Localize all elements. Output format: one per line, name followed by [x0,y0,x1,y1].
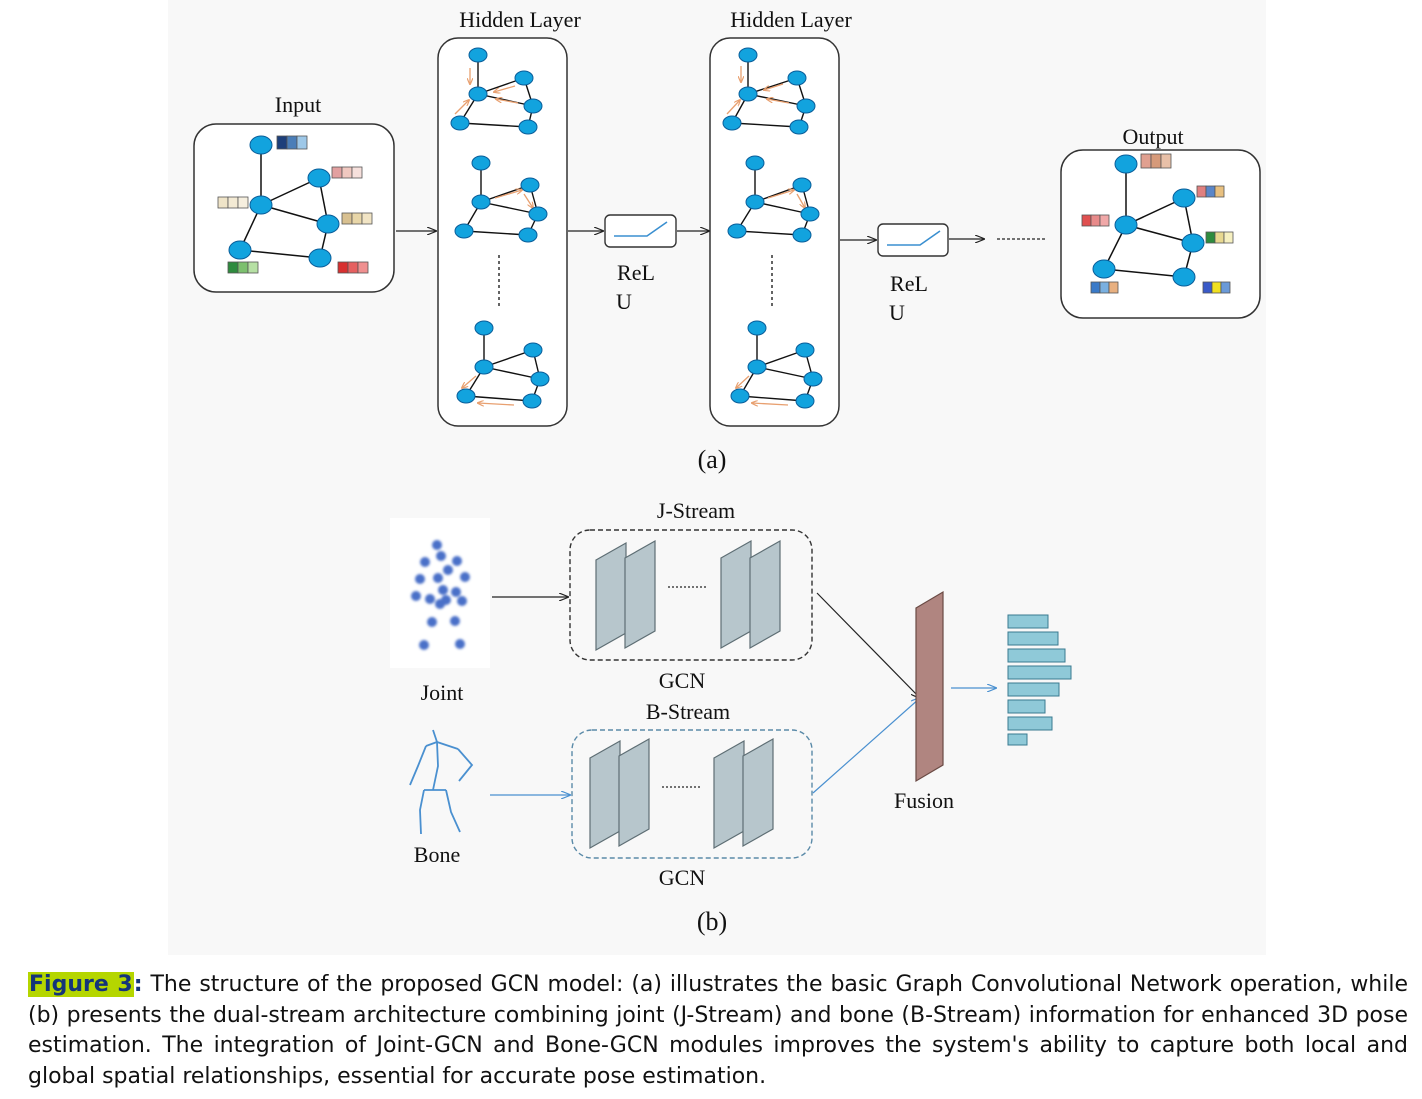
hidden-layer-2-box [709,37,840,427]
j-stream-to-fusion-arrow [816,592,920,698]
gcn-label-top: GCN [659,668,706,693]
feature-vector [1140,153,1172,169]
j-stream-gcn-block [569,529,813,661]
gcn-label-bottom: GCN [659,865,706,890]
output-bar [1007,699,1046,714]
hidden-layer-1-box [437,37,568,427]
bone-label: Bone [414,842,460,867]
joint-skeleton-icon [390,518,490,668]
panel-a: Input [193,7,1261,474]
output-bar [1007,648,1066,663]
relu-2-label-line2: U [889,300,905,325]
b-stream-label: B-Stream [646,699,730,724]
fusion-label: Fusion [894,788,954,813]
figure-caption: Figure 3: The structure of the proposed … [28,970,1408,1092]
feature-vector [1202,281,1231,294]
feature-vector [1196,185,1225,198]
hidden-layer-2-label: Hidden Layer [730,7,852,32]
output-bar [1007,614,1049,629]
panel-b: Joint Bone J-Stream GCN [390,498,1072,936]
input-graph-box [193,123,395,293]
fusion-block [915,590,944,783]
output-bar [1007,716,1053,731]
feature-vector [276,135,308,150]
relu-2-label-line1: ReL [890,271,928,296]
bone-skeleton-icon [409,729,474,835]
feature-vector [341,212,373,225]
b-stream-to-fusion-arrow [812,698,920,794]
j-stream-label: J-Stream [657,498,735,523]
feature-vector [1090,281,1119,294]
output-bar [1007,665,1072,680]
feature-vector [217,196,249,209]
gcn-architecture-diagram: Input [193,7,1261,936]
output-bar [1007,682,1060,697]
output-bar [1007,631,1059,646]
relu-1-label-line1: ReL [617,260,655,285]
panel-a-tag: (a) [698,445,727,474]
graph-node [307,168,331,188]
output-label: Output [1122,124,1183,149]
relu-1-label-line2: U [616,289,632,314]
graph-node [316,214,340,234]
graph-node [249,195,273,215]
panel-b-tag: (b) [697,907,727,936]
output-bar [1007,733,1028,746]
figure-caption-separator: : [133,972,143,997]
graph-node [228,240,252,260]
feature-vector [227,261,259,274]
b-stream-gcn-block [571,729,813,859]
input-label: Input [275,92,321,117]
feature-vector [1081,214,1110,227]
output-graph-box [1060,149,1261,319]
joint-label: Joint [421,680,464,705]
hidden-layer-1-label: Hidden Layer [459,7,581,32]
figure-caption-text: The structure of the proposed GCN model:… [28,972,1409,1089]
graph-node [249,135,273,155]
feature-vector [331,166,363,179]
feature-vector [1205,231,1234,244]
relu-block-1 [604,214,677,248]
relu-block-2 [877,223,949,257]
figure-caption-label: Figure 3 [28,972,134,997]
feature-vector [337,261,369,274]
graph-node [308,248,332,268]
output-feature-bars [1007,614,1072,746]
